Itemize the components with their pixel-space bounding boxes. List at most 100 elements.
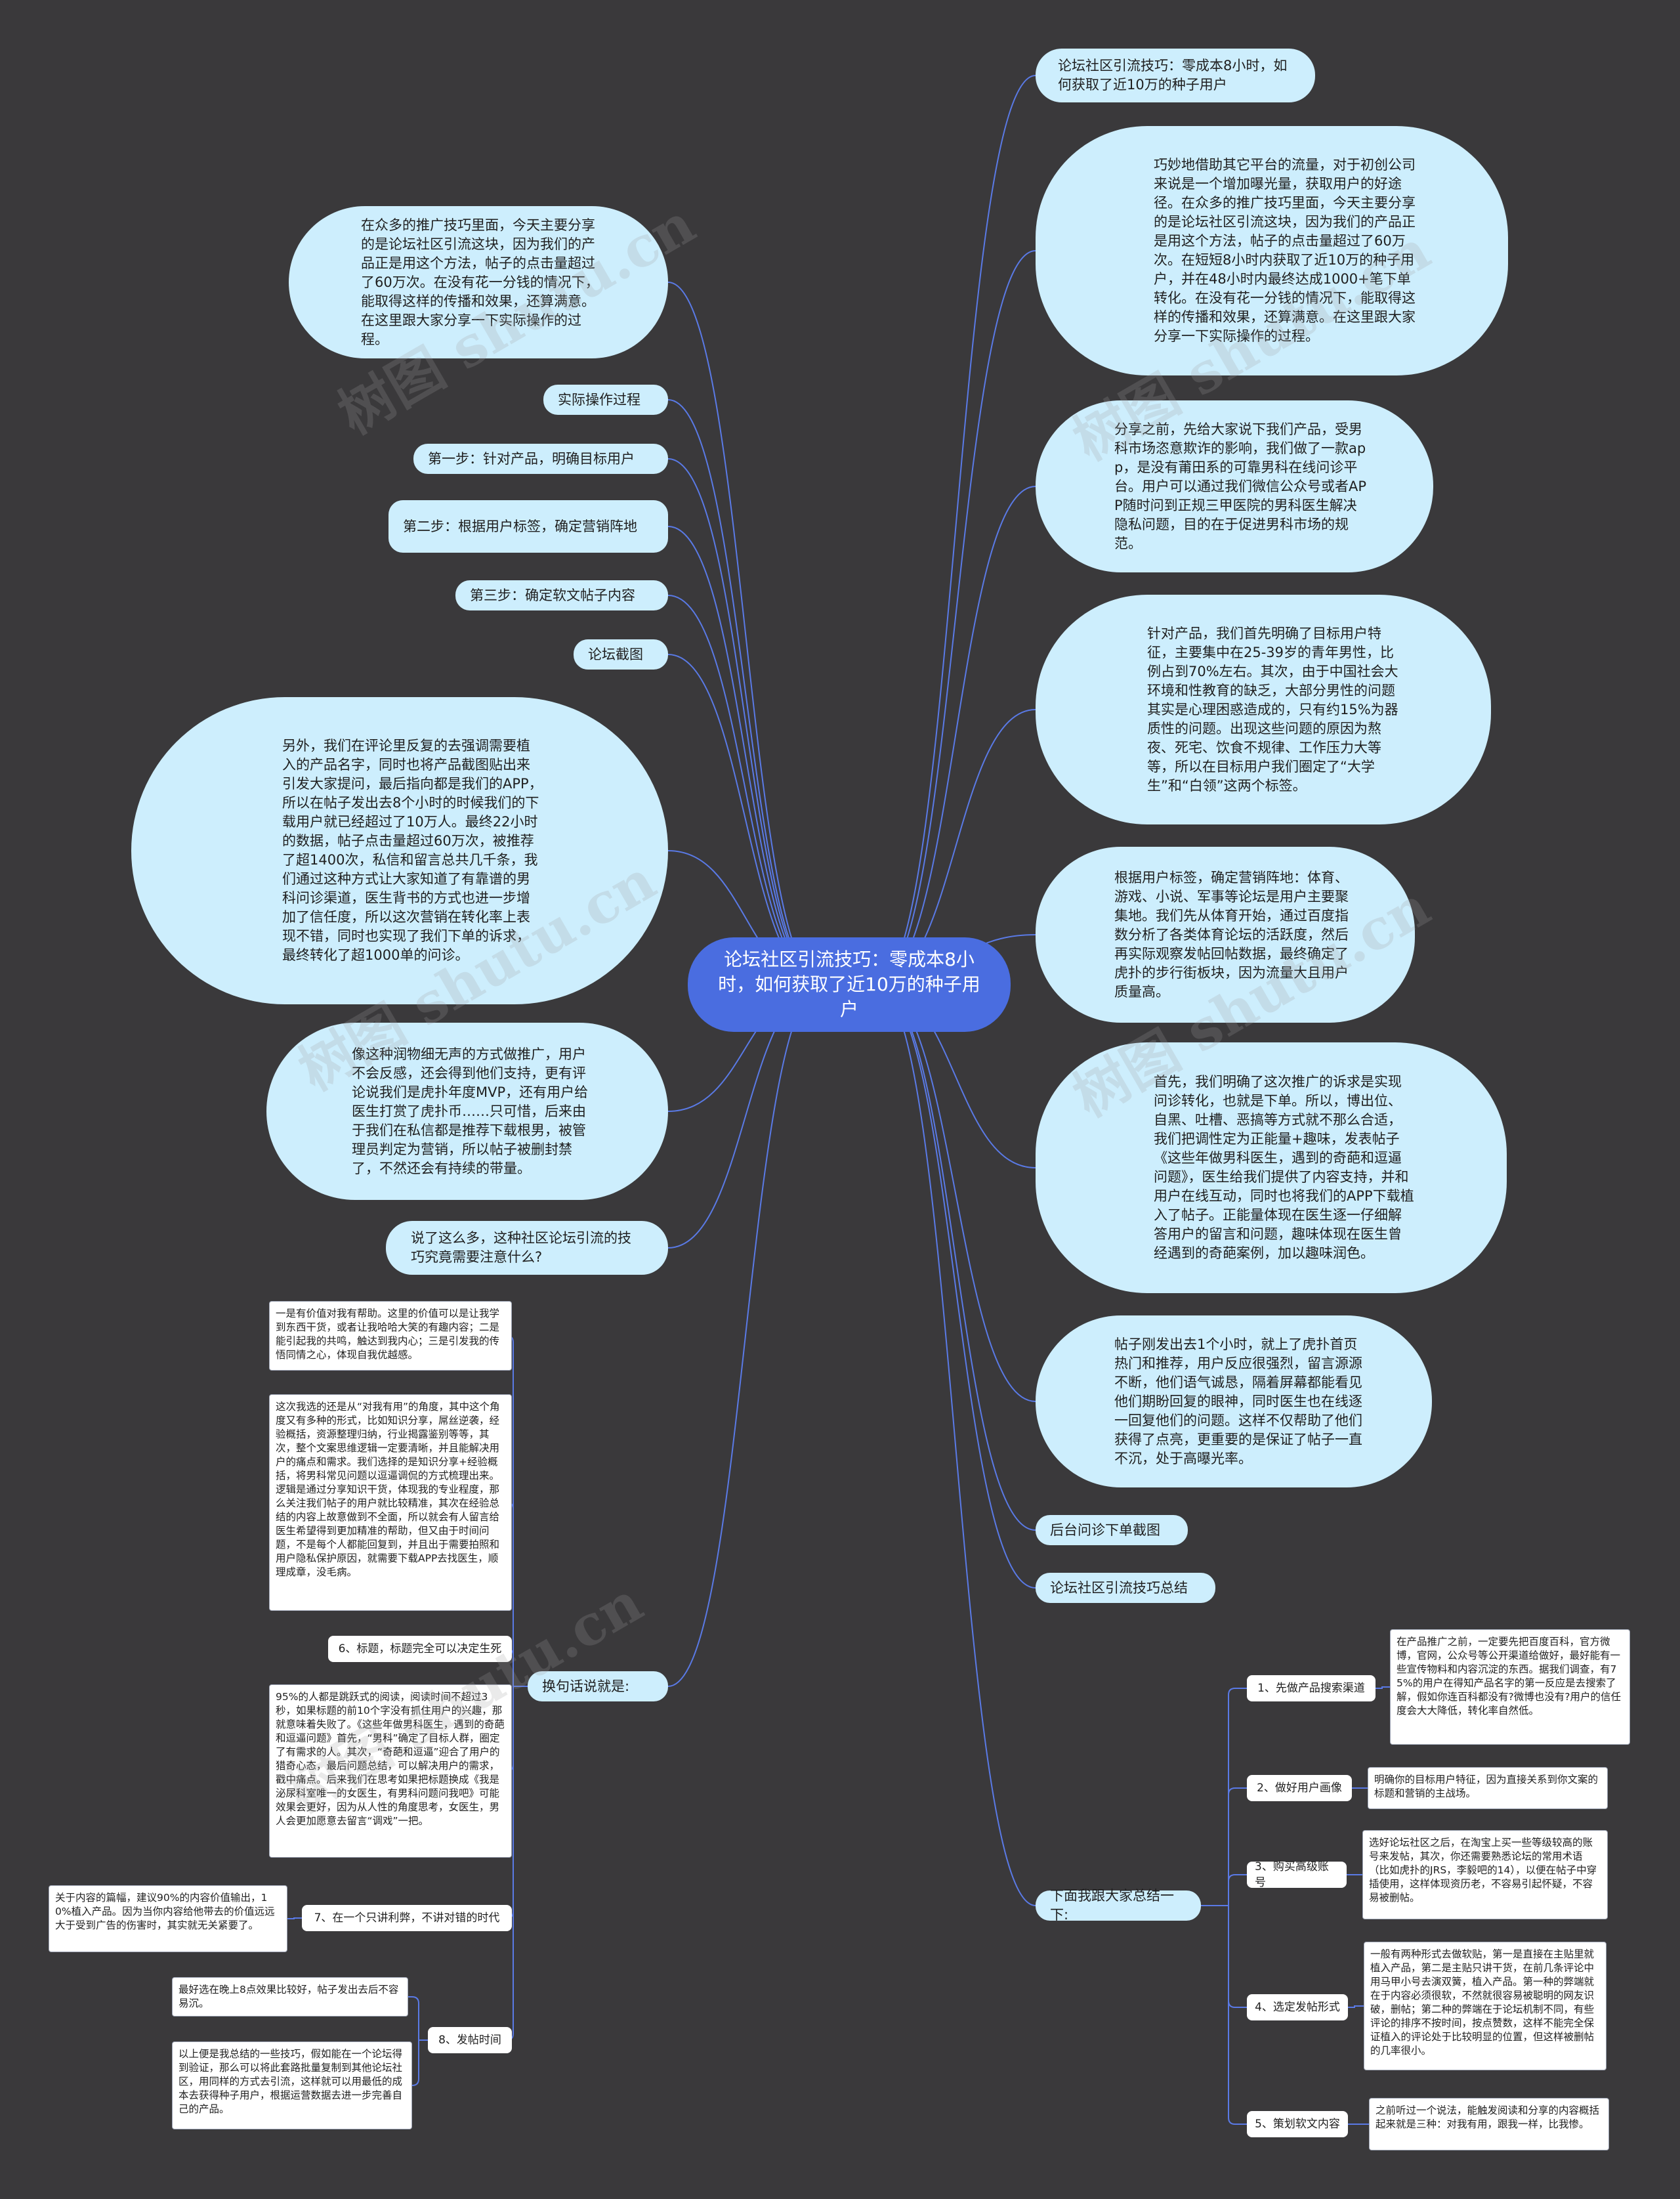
right-node-product-text: 分享之前，先给大家说下我们产品，受男科市场恣意欺诈的影响，我们做了一款app，是… [1114,421,1367,551]
huanju-item-2-text: 这次我选的还是从“对我有用”的角度，其中这个角度又有多种的形式，比如知识分享，屌… [276,1401,500,1578]
summary-item-5[interactable]: 5、策划软文内容 [1247,2111,1348,2137]
connector-line [1201,1787,1247,1906]
left-node-comments[interactable]: 另外，我们在评论里反复的去强调需要植入的产品名字，同时也将产品截图贴出来引发大家… [131,697,668,1004]
summary-item-4-label: 4、选定发帖形式 [1255,2001,1340,2014]
huanju-item-era-note: 关于内容的篇幅，建议90%的内容价值输出，10%植入产品。因为当你内容给他带去的… [49,1885,287,1952]
left-node-comments-text: 另外，我们在评论里反复的去强调需要植入的产品名字，同时也将产品截图贴出来引发大家… [282,738,543,963]
huanju-item-post-time[interactable]: 8、发帖时间 [428,2027,512,2053]
left-node-process[interactable]: 实际操作过程 [543,385,668,415]
left-node-question-text: 说了这么多，这种社区论坛引流的技巧究竟需要注意什么? [411,1230,631,1265]
right-node-marketing-field[interactable]: 根据用户标签，确定营销阵地：体育、游戏、小说、军事等论坛是用户主要聚集地。我们先… [1036,847,1415,1023]
summary-item-2-detail-text: 明确你的目标用户特征，因为直接关系到你文案的标题和营销的主战场。 [1374,1774,1599,1799]
left-node-intro[interactable]: 在众多的推广技巧里面，今天主要分享的是论坛社区引流这块，因为我们的产品正是用这个… [289,206,668,358]
summary-item-3-detail: 选好论坛社区之后，在淘宝上买一些等级较高的账号来发帖，其次，你还需要熟悉论坛的常… [1362,1830,1608,1919]
summary-item-4[interactable]: 4、选定发帖形式 [1247,1994,1348,2020]
connector-line [1348,2005,1364,2008]
huanju-item-1: 一是有价值对我有帮助。这里的价值可以是让我学到东西干货，或者让我哈哈大笑的有趣内… [269,1301,512,1371]
connector-line [287,1917,302,1919]
right-node-order-screenshot[interactable]: 后台问诊下单截图 [1036,1515,1188,1545]
huanju-item-title[interactable]: 6、标题，标题完全可以决定生死 [328,1636,512,1662]
left-node-step2-text: 第二步：根据用户标签，确定营销阵地 [403,518,637,534]
connector-line [667,399,824,985]
summary-node[interactable]: 下面我跟大家总结一下: [1036,1888,1201,1923]
connector-line [875,984,1036,1589]
right-node-summary-title-text: 论坛社区引流技巧总结 [1050,1579,1188,1596]
summary-item-4-detail-text: 一般有两种形式去做软贴，第一是直接在主贴里就植入产品，第二是主贴只讲干货，在前几… [1370,1948,1595,2057]
left-node-step2[interactable]: 第二步：根据用户标签，确定营销阵地 [388,500,668,553]
left-node-intro-text: 在众多的推广技巧里面，今天主要分享的是论坛社区引流这块，因为我们的产品正是用这个… [361,217,599,347]
left-node-step3-text: 第三步：确定软文帖子内容 [470,587,635,603]
connector-line [667,654,824,985]
right-node-content-text: 首先，我们明确了这次推广的诉求是实现问诊转化，也就是下单。所以，博出位、自黑、吐… [1154,1074,1414,1261]
huanju-item-1-text: 一是有价值对我有帮助。这里的价值可以是让我学到东西干货，或者让我哈哈大笑的有趣内… [276,1308,500,1361]
huanju-item-post-time-note1-text: 最好选在晚上8点效果比较好，帖子发出去后不容易沉。 [178,1984,399,2009]
connector-line [667,458,824,985]
right-node-title[interactable]: 论坛社区引流技巧：零成本8小时，如何获取了近10万的种子用户 [1036,49,1315,102]
right-node-results[interactable]: 帖子刚发出去1个小时，就上了虎扑首页热门和推荐，用户反应很强烈，留言源源不断，他… [1036,1315,1432,1487]
huanju-item-2: 这次我选的还是从“对我有用”的角度，其中这个角度又有多种的形式，比如知识分享，屌… [269,1394,512,1611]
huanju-item-era-text: 7、在一个只讲利弊，不讲对错的时代 [314,1911,500,1925]
connector-line [667,595,824,985]
central-topic-label: 论坛社区引流技巧：零成本8小时，如何获取了近10万的种子用户 [718,949,980,1020]
summary-item-5-label: 5、策划软文内容 [1255,2118,1340,2131]
connector-line [411,2039,428,2086]
right-node-product[interactable]: 分享之前，先给大家说下我们产品，受男科市场恣意欺诈的影响，我们做了一款app，是… [1036,400,1433,572]
summary-node-label: 下面我跟大家总结一下: [1050,1888,1174,1923]
left-node-question[interactable]: 说了这么多，这种社区论坛引流的技巧究竟需要注意什么? [386,1221,668,1275]
summary-item-3-label: 3、购买高级账号 [1255,1860,1329,1889]
connector-line [667,526,824,985]
right-node-title-text: 论坛社区引流技巧：零成本8小时，如何获取了近10万的种子用户 [1058,58,1288,93]
right-node-content[interactable]: 首先，我们明确了这次推广的诉求是实现问诊转化，也就是下单。所以，博出位、自黑、吐… [1036,1042,1507,1293]
summary-item-2-label: 2、做好用户画像 [1257,1782,1342,1795]
right-node-results-text: 帖子刚发出去1个小时，就上了虎扑首页热门和推荐，用户反应很强烈，留言源源不断，他… [1114,1336,1362,1466]
left-node-subtle[interactable]: 像这种润物细无声的方式做推广，用户不会反感，还会得到他们支持，更有评论说我们是虎… [266,1023,668,1200]
huanju-item-post-time-note2-text: 以上便是我总结的一些技巧，假如能在一个论坛得到验证，那么可以将此套路批量复制到其… [178,2048,403,2115]
connector-line [1201,1874,1247,1906]
summary-item-5-detail-text: 之前听过一个说法，能触发阅读和分享的内容概括起来就是三种：对我有用，跟我一样，比… [1376,2104,1600,2130]
right-node-target-users-text: 针对产品，我们首先明确了目标用户特征，主要集中在25-39岁的青年男性，比例占到… [1147,625,1398,794]
summary-item-1-detail-text: 在产品推广之前，一定要先把百度百科，官方微博，官网，公众号等公开渠道给做好，最好… [1396,1636,1621,1717]
right-node-intro-text: 巧妙地借助其它平台的流量，对于初创公司来说是一个增加曝光量，获取用户的好途径。在… [1154,157,1416,344]
connector-line [1201,1905,1247,2008]
left-node-forum-screenshot[interactable]: 论坛截图 [574,639,668,670]
connector-line [875,984,1036,1531]
right-node-order-screenshot-text: 后台问诊下单截图 [1050,1522,1160,1538]
left-node-step1-text: 第一步：针对产品，明确目标用户 [428,450,635,467]
summary-item-3-detail-text: 选好论坛社区之后，在淘宝上买一些等级较高的账号来发帖，其次，你还需要熟悉论坛的常… [1369,1837,1597,1904]
summary-item-1[interactable]: 1、先做产品搜索渠道 [1247,1675,1376,1701]
connector-line [408,1996,428,2041]
connector-line [875,486,1036,985]
huanju-item-era-note-text: 关于内容的篇幅，建议90%的内容价值输出，10%植入产品。因为当你内容给他带去的… [55,1892,275,1931]
left-node-step1[interactable]: 第一步：针对产品，明确目标用户 [413,444,668,474]
connector-line [1201,1905,1247,2125]
huanju-item-title-detail-text: 95%的人都是跳跃式的阅读，阅读时间不超过3秒，如果标题的前10个字没有抓住用户… [276,1691,505,1827]
left-node-process-text: 实际操作过程 [558,391,640,408]
summary-item-5-detail: 之前听过一个说法，能触发阅读和分享的内容概括起来就是三种：对我有用，跟我一样，比… [1369,2098,1609,2150]
connector-line [875,75,1036,985]
summary-item-1-label: 1、先做产品搜索渠道 [1257,1682,1365,1695]
connector-line [1376,1686,1390,1689]
connector-line [875,250,1036,985]
right-node-summary-title[interactable]: 论坛社区引流技巧总结 [1036,1573,1215,1603]
left-node-step3[interactable]: 第三步：确定软文帖子内容 [455,580,668,610]
huanju-item-post-time-note1: 最好选在晚上8点效果比较好，帖子发出去后不容易沉。 [172,1977,408,2017]
summary-item-3[interactable]: 3、购买高级账号 [1247,1860,1347,1889]
summary-item-2-detail: 明确你的目标用户特征，因为直接关系到你文案的标题和营销的主战场。 [1368,1767,1608,1809]
huanju-node-label: 换句话说就是: [542,1678,630,1694]
huanju-item-title-detail: 95%的人都是跳跃式的阅读，阅读时间不超过3秒，如果标题的前10个字没有抓住用户… [269,1684,512,1858]
summary-item-1-detail: 在产品推广之前，一定要先把百度百科，官方微博，官网，公众号等公开渠道给做好，最好… [1390,1629,1630,1745]
left-node-subtle-text: 像这种润物细无声的方式做推广，用户不会反感，还会得到他们支持，更有评论说我们是虎… [352,1046,589,1176]
right-node-target-users[interactable]: 针对产品，我们首先明确了目标用户特征，主要集中在25-39岁的青年男性，比例占到… [1036,595,1491,824]
huanju-item-era[interactable]: 7、在一个只讲利弊，不讲对错的时代 [302,1905,512,1931]
connector-line [1201,1688,1247,1906]
central-topic[interactable]: 论坛社区引流技巧：零成本8小时，如何获取了近10万的种子用户 [688,937,1011,1032]
summary-item-2[interactable]: 2、做好用户画像 [1247,1775,1352,1801]
huanju-node[interactable]: 换句话说就是: [528,1671,668,1701]
connector-line [667,282,824,985]
right-node-intro[interactable]: 巧妙地借助其它平台的流量，对于初创公司来说是一个增加曝光量，获取用户的好途径。在… [1036,126,1508,375]
summary-item-4-detail: 一般有两种形式去做软贴，第一是直接在主贴里就植入产品，第二是主贴只讲干货，在前几… [1364,1942,1606,2070]
huanju-item-post-time-note2: 以上便是我总结的一些技巧，假如能在一个论坛得到验证，那么可以将此套路批量复制到其… [172,2041,412,2129]
connector-line [667,984,824,1687]
connector-line [875,984,1036,1402]
huanju-item-post-time-text: 8、发帖时间 [438,2034,501,2047]
